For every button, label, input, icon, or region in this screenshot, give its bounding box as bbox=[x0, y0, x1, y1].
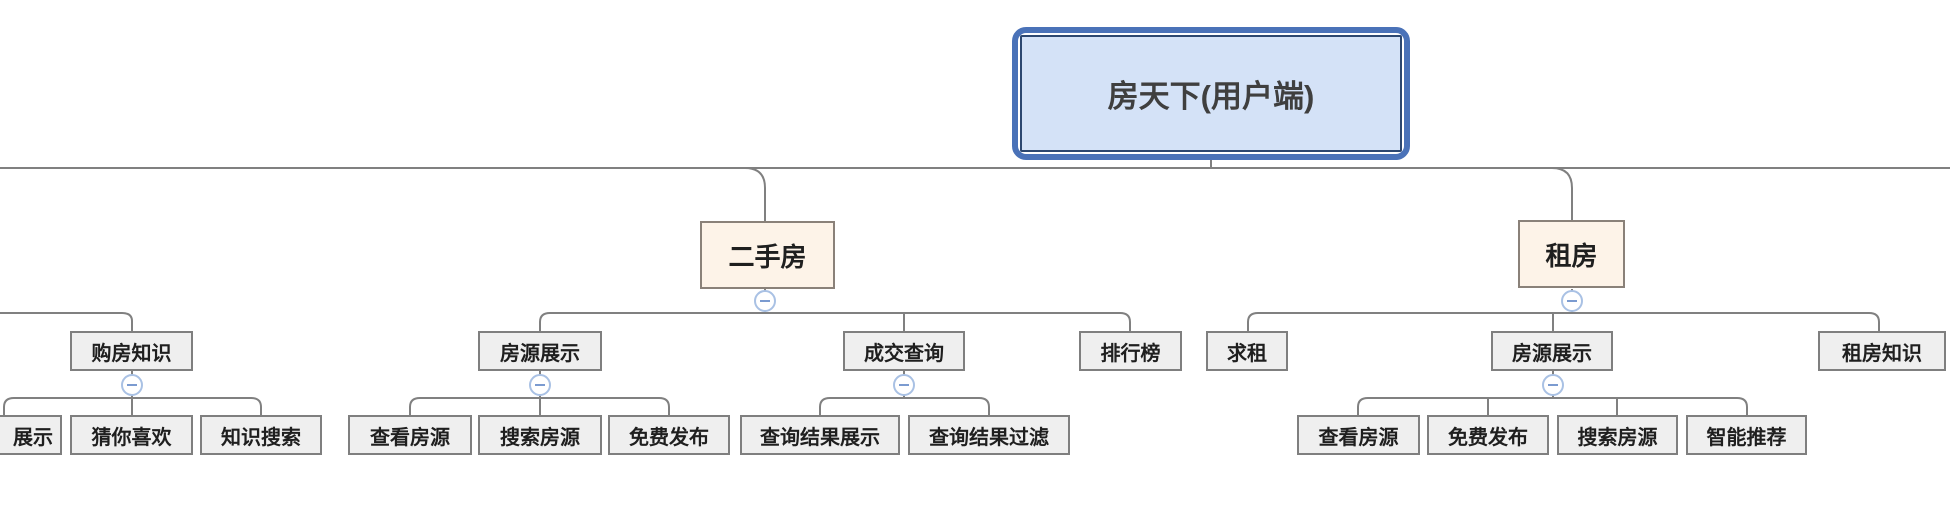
node-rent-free-publish[interactable]: 免费发布 bbox=[1427, 415, 1549, 455]
node-purchase-knowledge[interactable]: 购房知识 bbox=[70, 331, 193, 371]
root-node[interactable]: 房天下(用户端) bbox=[1012, 27, 1410, 160]
root-node-label: 房天下(用户端) bbox=[1020, 35, 1402, 152]
node-view-listings[interactable]: 查看房源 bbox=[348, 415, 472, 455]
node-rent-listing-display[interactable]: 房源展示 bbox=[1491, 331, 1613, 371]
node-search-listings[interactable]: 搜索房源 bbox=[478, 415, 602, 455]
node-secondhand-house[interactable]: 二手房 bbox=[700, 221, 835, 289]
collapse-minus-icon[interactable] bbox=[893, 374, 915, 396]
node-seek-rent[interactable]: 求租 bbox=[1206, 331, 1288, 371]
node-secondhand-listing-display[interactable]: 房源展示 bbox=[478, 331, 602, 371]
collapse-minus-icon[interactable] bbox=[1561, 290, 1583, 312]
node-query-result-filter[interactable]: 查询结果过滤 bbox=[908, 415, 1070, 455]
collapse-minus-icon[interactable] bbox=[754, 290, 776, 312]
node-rent-knowledge[interactable]: 租房知识 bbox=[1818, 331, 1946, 371]
node-rent-view-listings[interactable]: 查看房源 bbox=[1297, 415, 1420, 455]
node-rent-search-listings[interactable]: 搜索房源 bbox=[1557, 415, 1678, 455]
node-ranking[interactable]: 排行榜 bbox=[1079, 331, 1182, 371]
node-knowledge-search[interactable]: 知识搜索 bbox=[200, 415, 322, 455]
collapse-minus-icon[interactable] bbox=[121, 374, 143, 396]
node-transaction-query[interactable]: 成交查询 bbox=[843, 331, 965, 371]
node-query-result-display[interactable]: 查询结果展示 bbox=[740, 415, 900, 455]
node-rent-house[interactable]: 租房 bbox=[1518, 220, 1625, 288]
node-free-publish[interactable]: 免费发布 bbox=[608, 415, 730, 455]
collapse-minus-icon[interactable] bbox=[529, 374, 551, 396]
node-guess-you-like[interactable]: 猜你喜欢 bbox=[70, 415, 193, 455]
collapse-minus-icon[interactable] bbox=[1542, 374, 1564, 396]
node-knowledge-display[interactable]: 展示 bbox=[0, 415, 62, 455]
node-smart-recommend[interactable]: 智能推荐 bbox=[1686, 415, 1807, 455]
